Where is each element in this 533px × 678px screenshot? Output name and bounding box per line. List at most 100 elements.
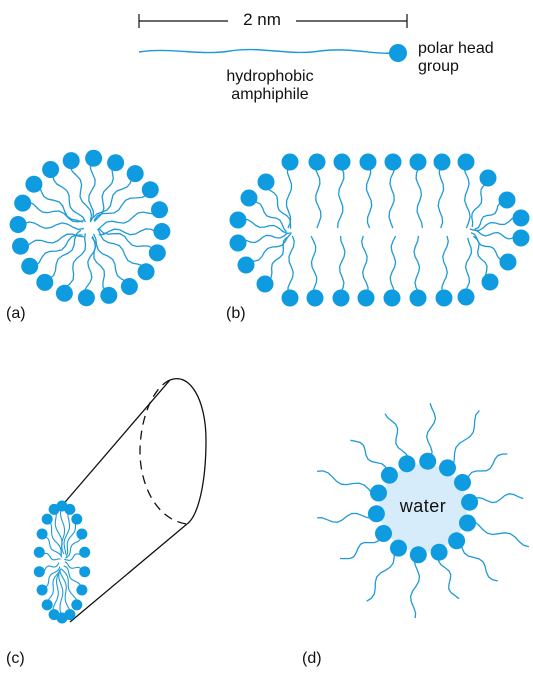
tail — [457, 541, 498, 581]
head — [385, 154, 402, 171]
amphiphile — [436, 236, 453, 307]
head — [282, 154, 299, 171]
tail — [92, 238, 109, 296]
head — [151, 201, 168, 218]
head — [78, 289, 95, 306]
head-group-label-line2: group — [418, 58, 459, 76]
amphiphile — [448, 532, 498, 581]
tail — [367, 162, 372, 228]
tail — [464, 162, 470, 228]
amphiphile — [65, 562, 90, 577]
head — [499, 192, 516, 209]
amphiphile — [367, 540, 407, 602]
head — [71, 599, 82, 610]
amphiphile — [419, 403, 436, 470]
tail — [390, 236, 395, 298]
head — [138, 263, 155, 280]
amphiphile — [14, 195, 84, 222]
head — [419, 453, 436, 470]
head — [333, 290, 350, 307]
tail — [438, 162, 443, 228]
amphiphile — [434, 154, 451, 229]
tail — [18, 222, 84, 230]
tail — [34, 184, 83, 222]
head — [37, 529, 48, 540]
tail — [288, 236, 294, 298]
head — [49, 504, 60, 515]
tail — [317, 513, 376, 522]
amphiphile — [472, 170, 497, 227]
head — [25, 176, 42, 193]
head — [49, 609, 60, 620]
head — [71, 514, 82, 525]
amphiphile — [431, 544, 460, 599]
head — [334, 154, 351, 171]
head — [434, 154, 451, 171]
amphiphile — [10, 216, 84, 233]
head — [358, 290, 375, 307]
amphiphile — [350, 440, 398, 483]
head — [127, 165, 144, 182]
assemblies — [10, 150, 530, 624]
head — [107, 154, 124, 171]
head — [14, 195, 31, 212]
amphiphile-label-line2: amphiphile — [200, 86, 340, 104]
head — [436, 290, 453, 307]
micelle-a — [10, 150, 171, 307]
tail — [416, 162, 422, 228]
amphiphile — [282, 236, 299, 307]
tail — [465, 238, 472, 297]
head — [458, 289, 475, 306]
amphiphile — [410, 154, 427, 228]
amphiphile — [64, 547, 90, 561]
amphiphile — [410, 236, 427, 307]
tail — [89, 158, 95, 222]
head — [257, 276, 274, 293]
head — [360, 154, 377, 171]
amphiphile — [384, 236, 401, 306]
head — [381, 467, 398, 484]
amphiphile — [340, 525, 392, 559]
amphiphile — [64, 504, 75, 555]
amphiphile — [317, 505, 385, 522]
head — [480, 170, 497, 187]
amphiphile — [309, 154, 326, 229]
head — [384, 290, 401, 307]
amphiphile — [230, 233, 288, 252]
tail — [427, 403, 436, 461]
amphiphile — [410, 546, 427, 618]
head — [513, 210, 530, 227]
head — [258, 174, 275, 191]
head — [448, 532, 465, 549]
amphiphile — [473, 236, 498, 290]
head — [42, 599, 53, 610]
amphiphile — [461, 494, 523, 511]
head — [454, 474, 471, 491]
amphiphile — [78, 236, 96, 306]
head — [100, 287, 117, 304]
tail — [411, 555, 420, 618]
amphiphile — [458, 238, 475, 306]
head — [34, 547, 45, 558]
head — [238, 257, 255, 274]
head — [307, 290, 324, 307]
tail — [338, 162, 344, 228]
head — [142, 181, 159, 198]
tail — [389, 162, 395, 228]
head — [42, 514, 53, 525]
tail — [93, 174, 135, 218]
tail — [317, 471, 378, 494]
head — [458, 154, 475, 171]
head — [309, 154, 326, 171]
water-core-label: water — [383, 497, 463, 515]
amphiphile — [230, 212, 292, 234]
scale-label: 2 nm — [228, 11, 296, 29]
tail — [448, 411, 480, 468]
head — [10, 216, 27, 233]
head — [410, 154, 427, 171]
head — [410, 546, 427, 563]
head — [42, 161, 59, 178]
amphiphile — [99, 223, 171, 240]
tail — [362, 236, 368, 298]
tail — [468, 522, 529, 547]
